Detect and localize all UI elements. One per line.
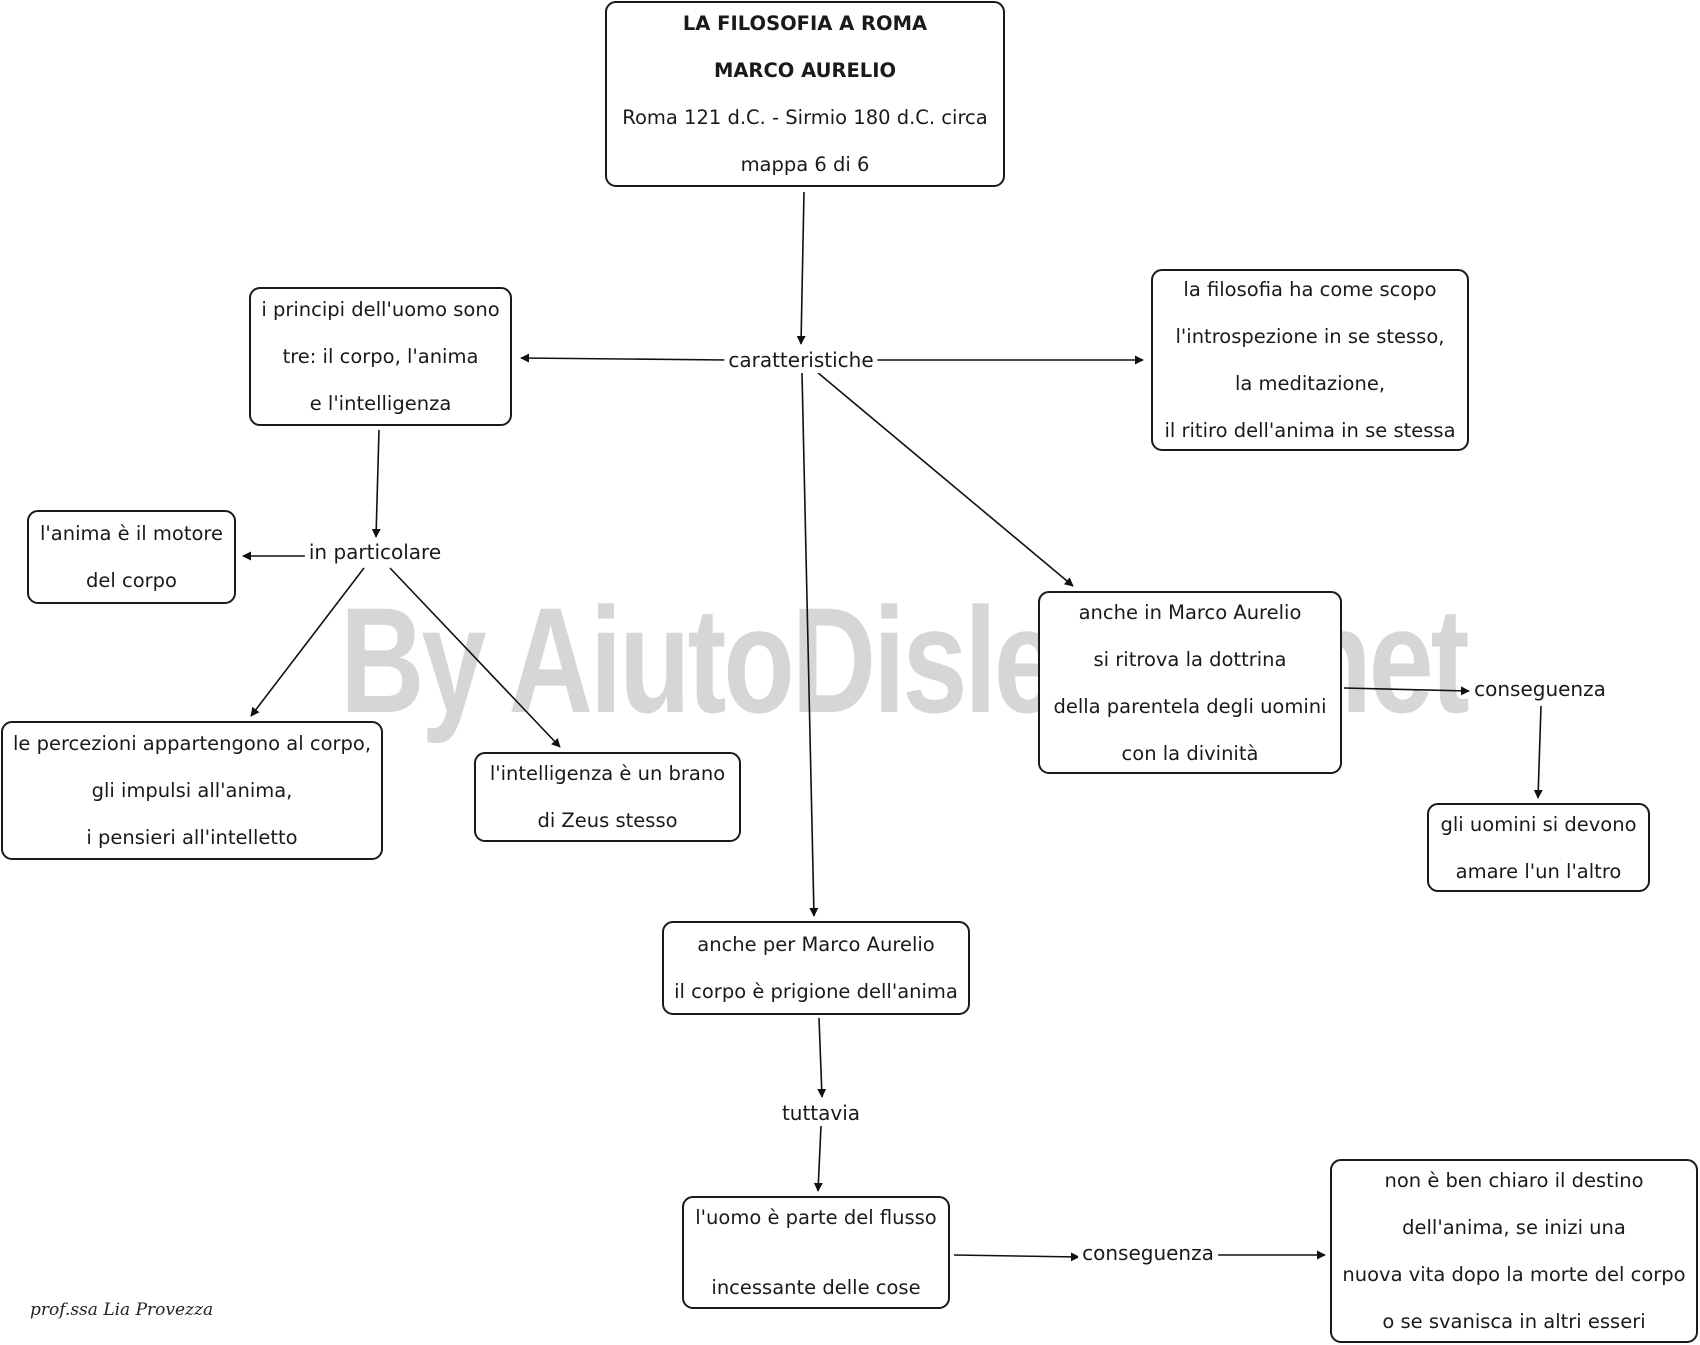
concept-percezioni: le percezioni appartengono al corpo, gli…	[1, 721, 383, 860]
concept-percezioni-line-3: i pensieri all'intelletto	[86, 826, 298, 849]
title-line-3: Roma 121 d.C. - Sirmio 180 d.C. circa	[622, 106, 988, 129]
concept-prigione-line-1: anche per Marco Aurelio	[697, 933, 935, 956]
concept-destino-line-2: dell'anima, se inizi una	[1402, 1216, 1626, 1239]
concept-percezioni-line-2: gli impulsi all'anima,	[91, 779, 293, 802]
link-caratteristiche-principi	[520, 353, 728, 363]
concept-amare-line-1: gli uomini si devono	[1440, 812, 1637, 836]
concept-anima-line-2: del corpo	[86, 569, 177, 592]
concept-amare: gli uomini si devono amare l'un l'altro	[1427, 803, 1650, 892]
concept-parentela-line-4: con la divinità	[1121, 741, 1259, 765]
concept-filosofia-scopo: la filosofia ha come scopo l'introspezio…	[1151, 269, 1469, 451]
author-signature: prof.ssa Lia Provezza	[30, 1300, 214, 1320]
concept-filosofia-line-2: l'introspezione in se stesso,	[1175, 325, 1445, 348]
link-tuttavia-flusso	[813, 1125, 823, 1192]
concept-filosofia-line-4: il ritiro dell'anima in se stessa	[1164, 419, 1456, 442]
concept-parentela-line-1: anche in Marco Aurelio	[1078, 600, 1302, 624]
concept-amare-line-2: amare l'un l'altro	[1455, 859, 1622, 883]
concept-flusso: l'uomo è parte del flusso incessante del…	[682, 1196, 950, 1309]
concept-principi-line-2: tre: il corpo, l'anima	[282, 345, 479, 368]
concept-parentela: anche in Marco Aurelio si ritrova la dot…	[1038, 591, 1342, 774]
link-flusso-conseguenza	[953, 1252, 1080, 1262]
concept-destino-line-1: non è ben chiaro il destino	[1384, 1169, 1644, 1192]
concept-anima-motore: l'anima è il motore del corpo	[27, 510, 236, 604]
concept-prigione-line-2: il corpo è prigione dell'anima	[674, 980, 958, 1003]
link-caratteristiche-prigione	[801, 372, 819, 917]
link-caratteristiche-parentela	[816, 371, 1074, 587]
concept-destino-line-4: o se svanisca in altri esseri	[1382, 1310, 1646, 1333]
link-principi-inparticolare	[371, 429, 381, 538]
phrase-caratteristiche: caratteristiche	[724, 347, 878, 373]
concept-prigione: anche per Marco Aurelio il corpo è prigi…	[662, 921, 970, 1015]
phrase-in-particolare: in particolare	[304, 539, 446, 565]
link-conseguenza-amare	[1533, 705, 1543, 799]
title-line-1: LA FILOSOFIA A ROMA	[682, 12, 928, 35]
concept-destino: non è ben chiaro il destino dell'anima, …	[1330, 1159, 1698, 1343]
concept-intelligenza-line-2: di Zeus stesso	[537, 809, 678, 832]
title-line-2: MARCO AURELIO	[713, 59, 897, 82]
concept-filosofia-line-1: la filosofia ha come scopo	[1183, 278, 1437, 301]
link-inparticolare-percezioni	[250, 567, 365, 717]
concept-intelligenza-zeus: l'intelligenza è un brano di Zeus stesso	[474, 752, 741, 842]
concept-parentela-line-3: della parentela degli uomini	[1053, 694, 1327, 718]
title-line-4: mappa 6 di 6	[740, 153, 870, 176]
link-inparticolare-intelligenza	[389, 567, 561, 748]
concept-flusso-line-1: l'uomo è parte del flusso	[695, 1205, 937, 1229]
concept-destino-line-3: nuova vita dopo la morte del corpo	[1342, 1263, 1686, 1286]
phrase-conseguenza-2: conseguenza	[1078, 1240, 1218, 1266]
concept-flusso-line-2: incessante delle cose	[711, 1275, 921, 1299]
concept-parentela-line-2: si ritrova la dottrina	[1093, 647, 1287, 671]
concept-intelligenza-line-1: l'intelligenza è un brano	[489, 762, 726, 785]
link-title-caratteristiche	[796, 191, 806, 345]
concept-percezioni-line-1: le percezioni appartengono al corpo,	[12, 732, 372, 755]
title-node: LA FILOSOFIA A ROMA MARCO AURELIO Roma 1…	[605, 1, 1005, 187]
link-prigione-tuttavia	[817, 1017, 827, 1098]
concept-principi-line-1: i principi dell'uomo sono	[261, 298, 500, 321]
concept-principi-line-3: e l'intelligenza	[309, 392, 452, 415]
phrase-conseguenza-1: conseguenza	[1470, 676, 1610, 702]
concept-principi: i principi dell'uomo sono tre: il corpo,…	[249, 287, 512, 426]
link-parentela-conseguenza	[1343, 686, 1470, 696]
concept-filosofia-line-3: la meditazione,	[1234, 372, 1386, 395]
concept-anima-line-1: l'anima è il motore	[40, 522, 223, 545]
phrase-tuttavia: tuttavia	[777, 1100, 865, 1126]
